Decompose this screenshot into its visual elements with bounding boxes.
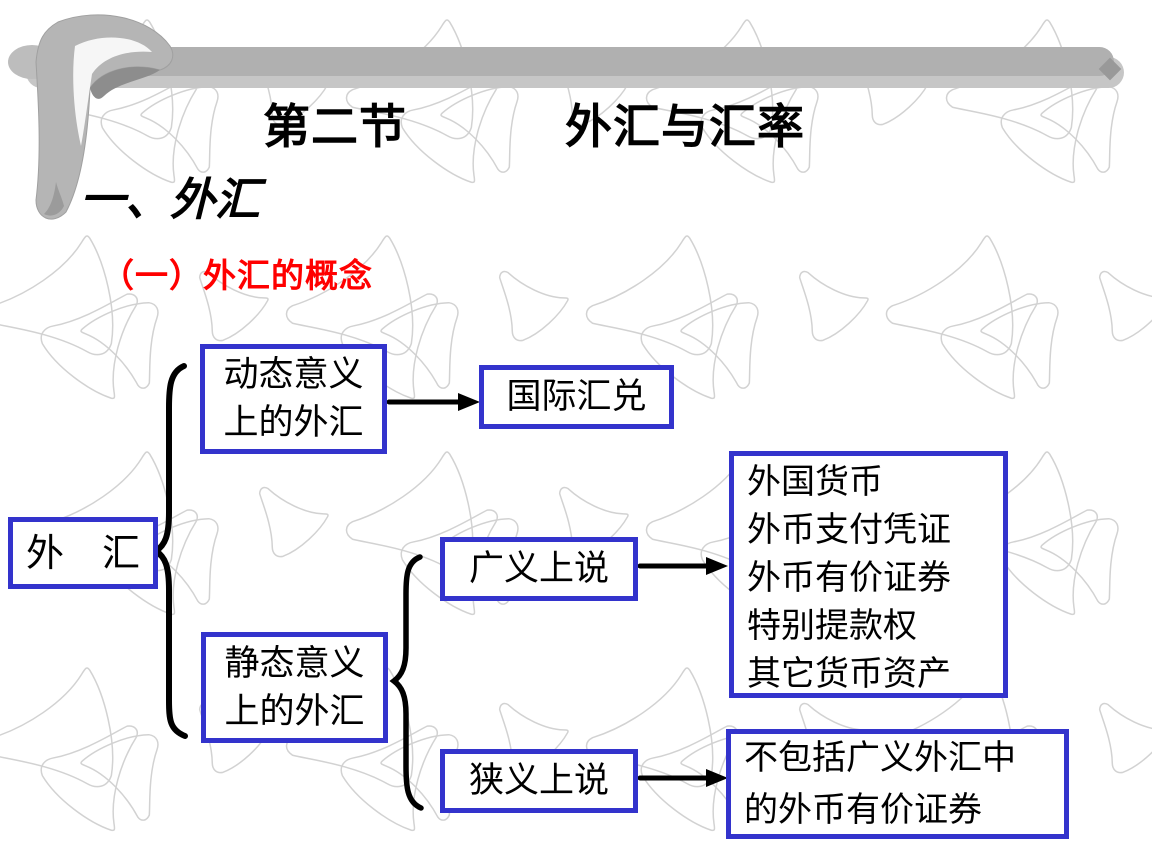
root-brace-icon — [150, 363, 188, 739]
narrow-sense-label: 狭义上说 — [468, 761, 609, 801]
static-meaning-line2: 上的外汇 — [224, 691, 365, 732]
section-heading: 一、外汇 — [80, 173, 261, 226]
broad-sense-box: 广义上说 — [440, 537, 638, 601]
static-meaning-box: 静态意义 上的外汇 — [201, 632, 388, 743]
broad-sense-label: 广义上说 — [468, 549, 609, 589]
dynamic-meaning-box: 动态意义 上的外汇 — [200, 344, 387, 454]
international-exchange-label: 国际汇兑 — [506, 377, 647, 417]
broad-item-2: 外币支付凭证 — [747, 510, 951, 550]
arrowhead-icon — [706, 769, 728, 787]
arrowhead-icon — [458, 393, 480, 411]
broad-item-4: 特别提款权 — [747, 606, 917, 646]
dynamic-meaning-line2: 上的外汇 — [223, 403, 364, 443]
forex-root-box: 外 汇 — [8, 517, 158, 589]
slide-title-part1: 第二节 — [263, 100, 407, 153]
dynamic-meaning-line1: 动态意义 — [223, 355, 364, 395]
narrow-result-line2: 的外币有价证券 — [744, 790, 982, 830]
slide-title-part2: 外汇与汇率 — [565, 100, 805, 153]
header-bar-dark — [26, 47, 1114, 76]
arrowhead-icon — [706, 557, 728, 575]
narrow-sense-box: 狭义上说 — [440, 749, 638, 813]
static-meaning-line1: 静态意义 — [224, 643, 365, 684]
narrow-result-line1: 不包括广义外汇中 — [744, 738, 1016, 778]
narrow-sense-result-box: 不包括广义外汇中 的外币有价证券 — [726, 729, 1069, 839]
broad-item-5: 其它货币资产 — [747, 654, 951, 694]
static-brace-icon — [389, 554, 424, 811]
broad-sense-items-box: 外国货币 外币支付凭证 外币有价证券 特别提款权 其它货币资产 — [729, 451, 1008, 698]
broad-item-1: 外国货币 — [747, 462, 883, 502]
slide-title: 第二节 外汇与汇率 — [263, 88, 805, 157]
forex-root-label: 外 汇 — [25, 531, 140, 575]
boomerang-logo-icon — [8, 14, 174, 220]
subsection-heading: （一）外汇的概念 — [101, 257, 373, 294]
broad-item-3: 外币有价证券 — [747, 558, 951, 598]
international-exchange-box: 国际汇兑 — [479, 365, 674, 429]
